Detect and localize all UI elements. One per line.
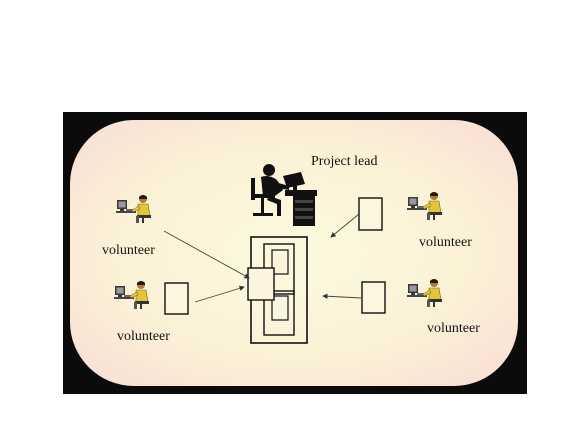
project-lead-label: Project lead xyxy=(311,154,378,169)
volunteer-label: volunteer xyxy=(427,321,480,336)
volunteer-icon xyxy=(113,280,150,310)
flow-line xyxy=(330,213,360,238)
volunteer-icon xyxy=(406,191,443,221)
document-icon xyxy=(358,197,383,231)
volunteer-label: volunteer xyxy=(419,235,472,250)
flow-line xyxy=(322,293,362,299)
document-icon xyxy=(164,282,189,315)
flow-line xyxy=(194,285,245,303)
document-icon xyxy=(361,281,386,314)
repository-icon xyxy=(247,236,308,344)
volunteer-icon xyxy=(406,278,443,308)
volunteer-label: volunteer xyxy=(117,329,170,344)
flow-line xyxy=(163,230,250,279)
volunteer-label: volunteer xyxy=(102,243,155,258)
project-lead-icon xyxy=(251,164,317,226)
volunteer-icon xyxy=(115,194,152,224)
